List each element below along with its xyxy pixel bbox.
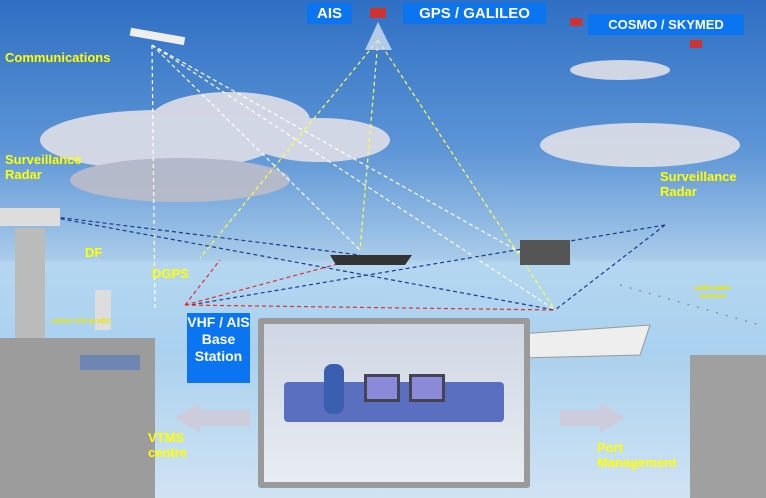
ais-label: AIS (307, 3, 352, 24)
underwater-sensors-label: underwater sensors (693, 285, 732, 300)
gps-galileo-label: GPS / GALILEO (403, 3, 546, 24)
vhf-ais-base-station-label: VHF / AIS Base Station (187, 313, 250, 383)
dgps-label: DGPS (152, 266, 189, 281)
vtms-centre-label: VTMS centre (148, 430, 188, 460)
surveillance-radar-right-label: Surveillance Radar (660, 169, 737, 199)
operator (324, 364, 344, 414)
control-room (258, 318, 530, 488)
df-label: DF (85, 245, 103, 260)
port-management-label: Port Management (597, 440, 677, 470)
cosmo-skymed-label: COSMO / SKYMED (588, 14, 744, 35)
monitor (409, 374, 445, 402)
communications-label: Communications (5, 50, 111, 65)
meteo-label: meteo info-predic. (52, 318, 113, 325)
clouds (40, 60, 740, 202)
monitor (364, 374, 400, 402)
surveillance-radar-left-label: Surveillance Radar (5, 152, 82, 182)
